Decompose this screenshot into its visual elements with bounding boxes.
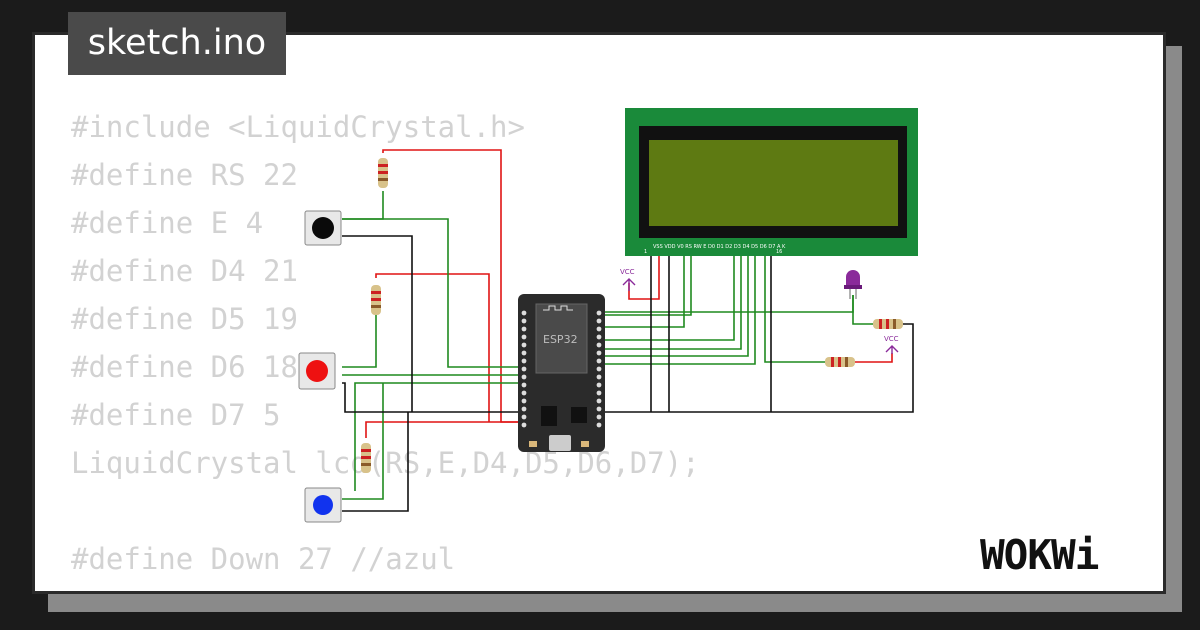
code-line: LiquidCrystal lcd(RS,E,D4,D5,D6,D7);	[71, 446, 700, 480]
resistor-4	[873, 319, 903, 329]
lcd-display: VSS VDD V0 RS RW E D0 D1 D2 D3 D4 D5 D6 …	[625, 108, 918, 256]
red-wires	[365, 149, 893, 438]
resistor-5	[825, 357, 855, 367]
code-line: #include <LiquidCrystal.h>	[71, 110, 525, 144]
vcc-label: VCC	[620, 268, 635, 276]
file-tab[interactable]: sketch.ino	[68, 12, 286, 75]
button-black	[304, 210, 342, 246]
black-wires	[342, 235, 914, 512]
vcc-symbol-1: VCC	[620, 268, 636, 291]
vcc-label: VCC	[884, 335, 899, 343]
button-red	[298, 352, 336, 390]
esp32-board: ESP32	[518, 294, 605, 452]
logo-text: WOKWi	[980, 531, 1099, 579]
lcd-pin-last: 16	[776, 249, 782, 255]
code-line: #define Down 27 //azul	[71, 542, 456, 576]
wokwi-logo: WOKWi	[980, 531, 1100, 579]
code-line: #define RS 22	[71, 158, 298, 192]
preview-card: #include <LiquidCrystal.h> #define RS 22 #…	[32, 32, 1166, 594]
circuit-diagram: VSS VDD V0 RS RW E D0 D1 D2 D3 D4 D5 D6 …	[298, 108, 918, 523]
code-preview: #include <LiquidCrystal.h> #define RS 22 #…	[71, 103, 700, 591]
vcc-symbol-2: VCC	[884, 335, 899, 354]
esp32-label: ESP32	[543, 333, 578, 346]
code-line: #define D5 19	[71, 302, 298, 336]
lcd-pin-labels: VSS VDD V0 RS RW E D0 D1 D2 D3 D4 D5 D6 …	[653, 244, 786, 250]
resistor-1	[378, 158, 388, 188]
lcd-pin-first: 1	[644, 249, 647, 255]
code-line: #define D7 5	[71, 398, 281, 432]
resistor-2	[371, 285, 381, 315]
button-blue	[304, 487, 342, 523]
led	[844, 270, 862, 299]
code-line: #define E 4	[71, 206, 264, 240]
resistor-3	[361, 443, 371, 473]
code-line: #define D6 18	[71, 350, 298, 384]
code-line: #define Up 26 //rojo	[71, 583, 700, 591]
green-wires	[342, 191, 873, 500]
code-line: #define D4 21	[71, 254, 298, 288]
